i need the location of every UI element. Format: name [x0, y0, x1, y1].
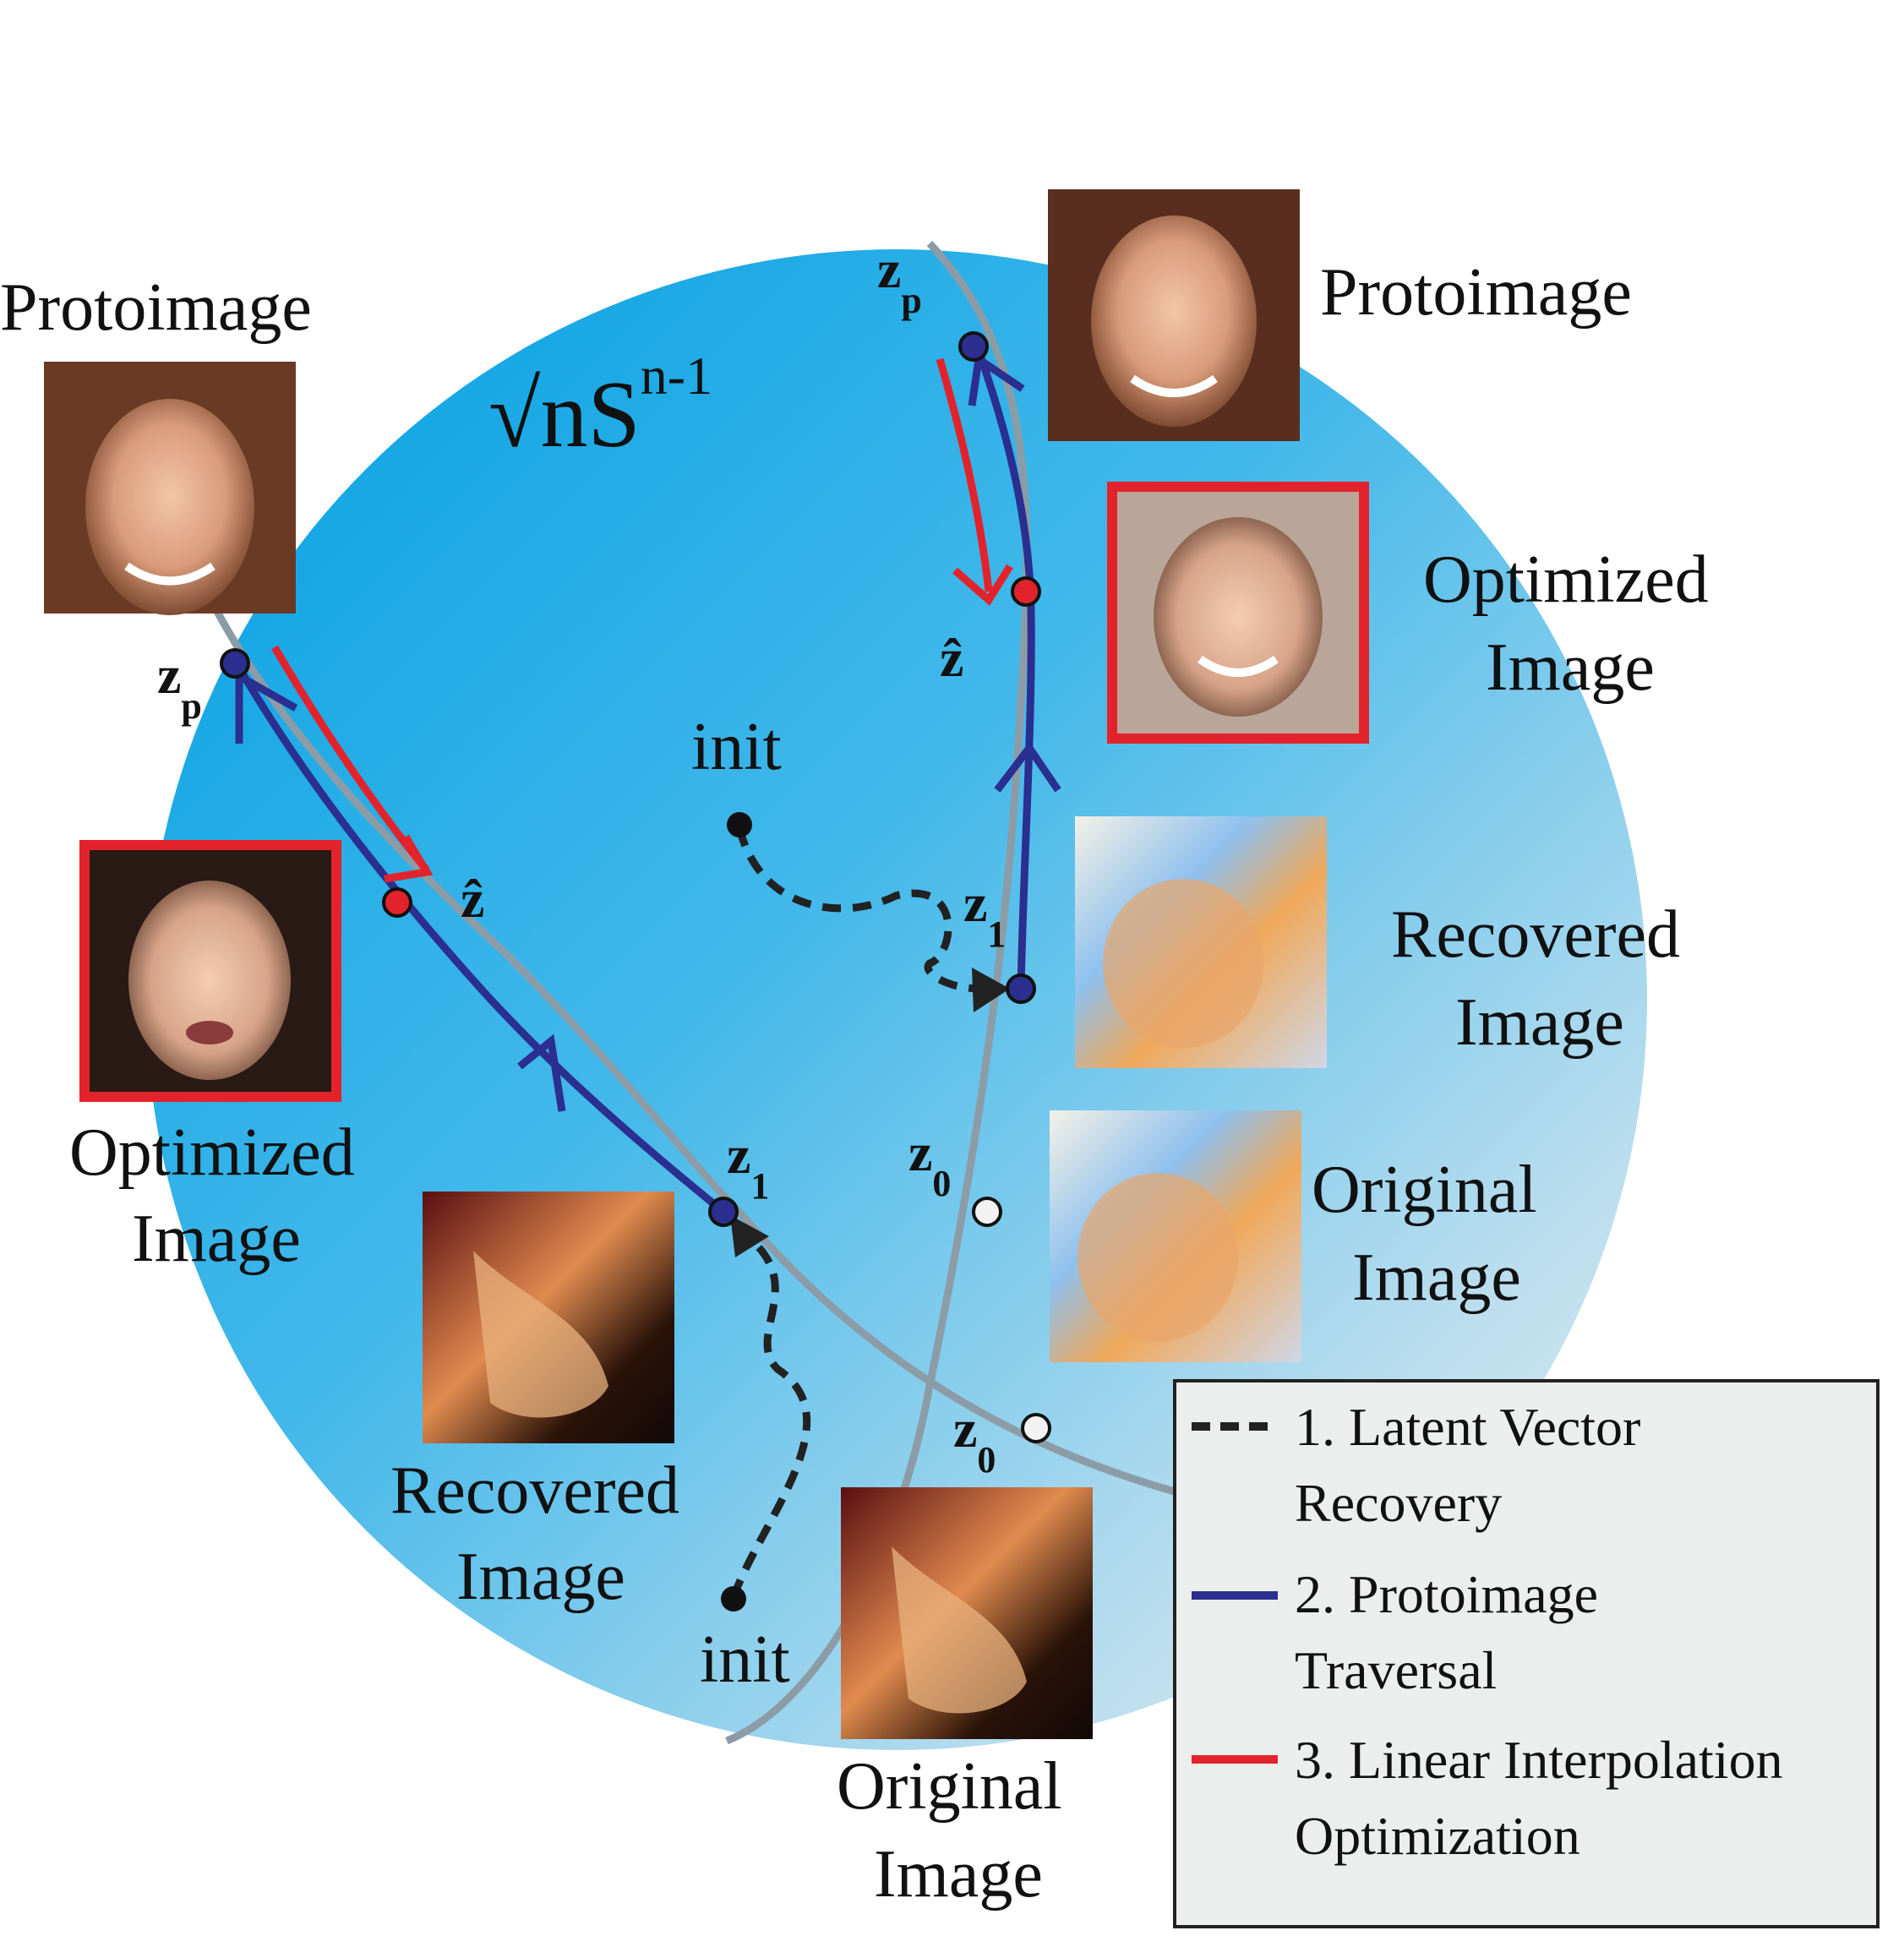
right-zp-point: [958, 331, 989, 362]
right-interpolation-path: [936, 357, 993, 592]
left-zhat-point: [382, 887, 412, 918]
right-protoimage-thumbnail: [1048, 189, 1300, 441]
left-protoimage-thumbnail: [44, 362, 296, 615]
right-recovered-label-line1: Recovered: [1391, 897, 1680, 972]
right-z1-label: z1: [963, 873, 1006, 955]
left-optimized-label-line2: Image: [132, 1202, 301, 1276]
left-recovery-arrowhead: [730, 1215, 769, 1257]
left-z0-point: [1021, 1413, 1051, 1443]
left-optimized-label-line1: Optimized: [69, 1115, 355, 1190]
left-original-label-line2: Image: [874, 1837, 1043, 1911]
right-traversal-path: [974, 349, 1035, 988]
legend-item-1-line2: Recovery: [1295, 1473, 1502, 1533]
legend-item-2-line2: Traversal: [1295, 1640, 1497, 1700]
left-recovered-thumbnail: [423, 1192, 674, 1443]
legend: 1. Latent Vector Recovery 2. Protoimage …: [1173, 1379, 1879, 1928]
right-zp-label: zp: [877, 239, 922, 321]
right-zhat-point: [1011, 576, 1041, 607]
left-recovered-label-line1: Recovered: [390, 1453, 679, 1528]
right-zhat-label: ẑ: [940, 628, 963, 688]
right-original-label-line2: Image: [1352, 1241, 1521, 1315]
sphere-label-superscript: n-1: [641, 346, 712, 406]
left-optimized-thumbnail: [79, 840, 341, 1102]
left-z1-label: z1: [727, 1125, 769, 1207]
left-zp-label: zp: [157, 645, 202, 727]
right-init-label: init: [691, 710, 782, 784]
left-z1-point: [708, 1197, 739, 1227]
legend-item-3-line1: 3. Linear Interpolation: [1295, 1730, 1783, 1790]
left-zhat-label: ẑ: [461, 869, 484, 929]
right-recovered-label-line2: Image: [1455, 985, 1624, 1060]
right-original-thumbnail: [1050, 1110, 1301, 1362]
right-optimized-label-line1: Optimized: [1423, 543, 1709, 617]
legend-item-1-line1: 1. Latent Vector: [1295, 1397, 1640, 1457]
right-init-point: [727, 812, 752, 837]
right-optimized-label-line2: Image: [1486, 630, 1655, 705]
legend-item-2-line1: 2. Protoimage: [1295, 1564, 1598, 1624]
left-original-label-line1: Original: [837, 1749, 1062, 1824]
right-interpolation-arrowhead: [952, 564, 1013, 606]
left-zp-point: [220, 648, 250, 679]
right-protoimage-label: Protoimage: [1320, 255, 1632, 330]
right-original-label-line1: Original: [1312, 1153, 1537, 1227]
right-z1-point: [1006, 973, 1036, 1004]
right-traversal-arrowhead-mid: [994, 741, 1061, 793]
legend-item-3-line2: Optimization: [1295, 1806, 1580, 1866]
left-z0-label: z0: [953, 1399, 996, 1481]
left-recovered-label-line2: Image: [456, 1540, 625, 1614]
legend-box: [1173, 1379, 1879, 1928]
right-recovery-arrowhead: [972, 968, 1010, 1012]
left-traversal-path: [233, 661, 725, 1214]
left-init-point: [721, 1586, 746, 1612]
left-init-label: init: [700, 1622, 790, 1697]
sphere-label: √nSn-1: [488, 346, 712, 467]
left-interpolation-arrowhead: [384, 834, 434, 883]
left-original-thumbnail: [841, 1487, 1093, 1739]
left-protoimage-label: Protoimage: [0, 270, 312, 345]
left-recovery-path: [729, 1230, 811, 1599]
right-z0-label: z0: [908, 1122, 951, 1204]
right-optimized-thumbnail: [1107, 482, 1369, 744]
left-traversal-arrowhead-mid: [517, 1033, 566, 1112]
geodesic-left: [212, 606, 1176, 1496]
right-z0-point: [972, 1197, 1002, 1227]
right-recovered-thumbnail: [1075, 816, 1327, 1068]
